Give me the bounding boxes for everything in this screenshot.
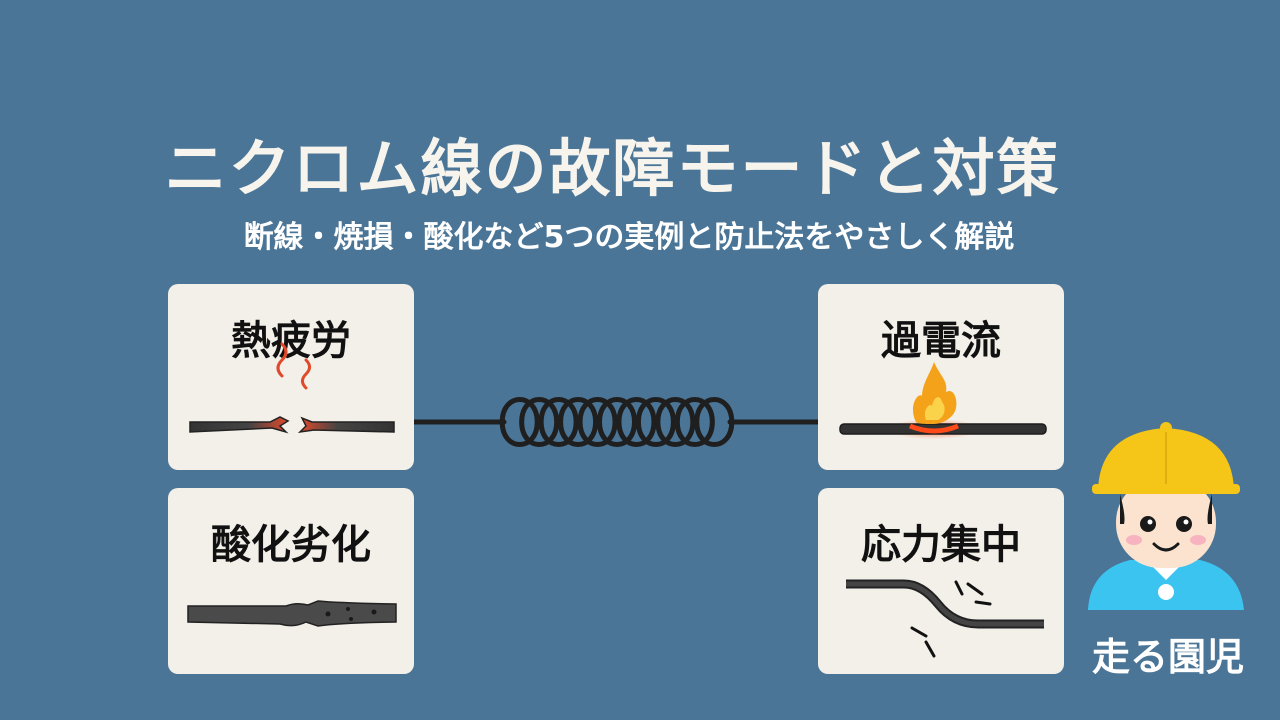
page-subtitle: 断線・焼損・酸化など5つの実例と防止法をやさしく解説: [243, 220, 1015, 255]
mascot-name: 走る園児: [1091, 635, 1244, 679]
mascot-child-helmet-icon: [1088, 422, 1244, 610]
page-title: ニクロム線の故障モードと対策: [164, 132, 1061, 205]
card-stress-concentration: 応力集中: [818, 488, 1064, 674]
card-label-overcurrent: 過電流: [881, 318, 1001, 364]
card-oxidation: 酸化劣化: [168, 488, 414, 674]
broken-wire-heat-icon: [189, 342, 395, 434]
card-thermal-fatigue: 熱疲労: [168, 284, 414, 470]
burning-wire-icon: [839, 362, 1047, 439]
card-label-oxidation: 酸化劣化: [211, 522, 371, 568]
card-overcurrent: 過電流: [818, 284, 1064, 470]
corroded-wire-icon: [187, 600, 397, 627]
card-label-thermal-fatigue: 熱疲労: [231, 318, 351, 364]
nichrome-coil-icon: [414, 397, 820, 447]
bent-wire-crack-icon: [846, 579, 1044, 658]
card-label-stress-concentration: 応力集中: [861, 522, 1021, 568]
